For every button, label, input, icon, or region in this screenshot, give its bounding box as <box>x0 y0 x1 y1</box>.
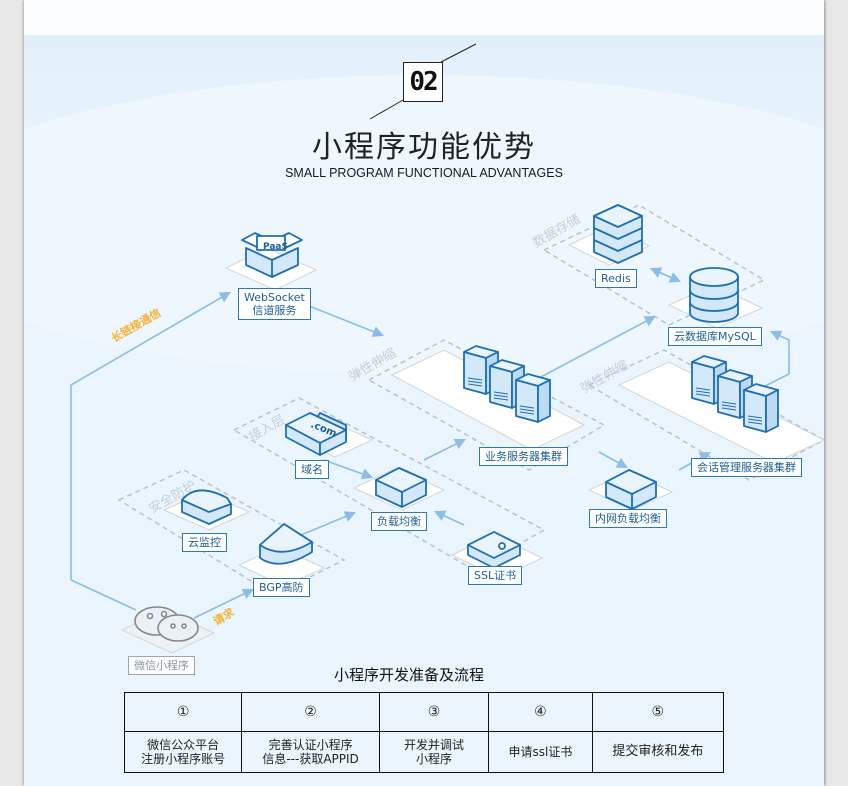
flow-step-line: 信息---获取APPID <box>262 752 359 766</box>
arrow-lb-to-business <box>423 438 467 461</box>
flow-text-row: 微信公众平台注册小程序账号 完善认证小程序信息---获取APPID 开发并调试小… <box>123 731 725 773</box>
flow-step-text: 提交审核和发布 <box>591 731 725 773</box>
wechat-logo-icon <box>134 606 199 642</box>
page: 02 小程序功能优势 SMALL PROGRAM FUNCTIONAL ADVA… <box>24 0 824 786</box>
node-internal-load-balancer[interactable]: 内网负载均衡 <box>589 509 667 528</box>
ssl-certificate-icon <box>467 531 521 569</box>
paas-text: PaaS <box>263 242 288 252</box>
arrow-bgp-to-lb <box>293 511 357 539</box>
flow-step-line: 申请ssl证书 <box>508 745 573 759</box>
node-websocket-line2: 信道服务 <box>252 304 297 317</box>
arrow-session-to-mysql <box>756 330 790 391</box>
zone-security <box>117 469 346 596</box>
arrow-mysql-to-redis <box>649 267 680 282</box>
badge-lines <box>369 43 477 120</box>
flow-step-number: ② <box>241 692 380 732</box>
flow-step-text: 完善认证小程序信息---获取APPID <box>241 731 380 773</box>
flow-step-line: 提交审核和发布 <box>612 744 704 759</box>
server-tower-icon <box>515 373 551 423</box>
arrow-business-to-mysql <box>538 315 656 379</box>
background-curve <box>24 75 824 375</box>
redis-stack-icon <box>593 204 643 264</box>
flow-step-text: 开发并调试小程序 <box>378 731 490 773</box>
load-balancer-icon <box>375 467 427 508</box>
flow-step-number: ⑤ <box>591 692 725 732</box>
paas-box-icon <box>241 232 303 278</box>
node-ssl[interactable]: SSL证书 <box>468 566 523 585</box>
node-wechat-app[interactable]: 微信小程序 <box>128 656 195 675</box>
node-mysql[interactable]: 云数据库MySQL <box>668 327 762 346</box>
flow-step-text: 微信公众平台注册小程序账号 <box>123 731 243 773</box>
node-domain[interactable]: 域名 <box>295 460 329 479</box>
node-load-balancer[interactable]: 负载均衡 <box>371 512 427 531</box>
badge-line-bottom <box>369 99 404 120</box>
flow-step-text: 申请ssl证书 <box>488 731 593 773</box>
badge-line-top <box>440 43 477 63</box>
architecture-diagram <box>70 204 824 654</box>
arrow-business-to-internal-lb <box>598 451 628 469</box>
flow-number-row: ① ② ③ ④ ⑤ <box>123 692 725 732</box>
node-websocket[interactable]: WebSocket 信道服务 <box>238 288 311 320</box>
flow-step-number: ④ <box>488 692 593 732</box>
flow-step-line: 完善认证小程序 <box>268 738 353 752</box>
line-wechat-left <box>70 579 137 611</box>
internal-load-balancer-icon <box>605 469 657 510</box>
server-tower-icon <box>717 369 753 419</box>
arrow-domain-to-lb <box>323 459 374 480</box>
node-websocket-line1: WebSocket <box>244 291 305 304</box>
page-subtitle: SMALL PROGRAM FUNCTIONAL ADVANTAGES <box>285 166 563 180</box>
database-cylinder-icon <box>689 267 739 323</box>
node-session-cluster[interactable]: 会话管理服务器集群 <box>691 458 802 477</box>
bgp-shield-icon <box>259 523 313 565</box>
node-bgp[interactable]: BGP高防 <box>253 578 310 597</box>
arrow-wechat-to-bgp <box>193 588 255 619</box>
zone-elastic-business <box>367 339 606 471</box>
arrow-wechat-to-websocket <box>70 291 231 580</box>
arrow-ssl-to-lb <box>433 510 465 526</box>
platform-business <box>390 349 586 451</box>
domain-com-icon <box>285 412 347 456</box>
flow-step-line: 小程序 <box>415 752 452 766</box>
node-cloud-monitor[interactable]: 云监控 <box>182 533 227 552</box>
flow-step-line: 注册小程序账号 <box>141 752 226 766</box>
cloud-monitor-shield-icon <box>181 489 232 525</box>
flow-table: ① ② ③ ④ ⑤ 微信公众平台注册小程序账号 完善认证小程序信息---获取AP… <box>123 692 725 773</box>
section-number-badge: 02 <box>403 62 443 102</box>
flow-step-number: ③ <box>378 692 490 732</box>
flow-step-number: ① <box>123 692 243 732</box>
zone-elastic-session <box>587 349 824 481</box>
page-title: 小程序功能优势 <box>312 130 536 165</box>
flow-title: 小程序开发准备及流程 <box>333 666 484 684</box>
server-tower-icon <box>743 383 779 433</box>
node-business-cluster[interactable]: 业务服务器集群 <box>479 447 568 466</box>
node-redis[interactable]: Redis <box>595 269 637 288</box>
flow-step-line: 微信公众平台 <box>147 738 220 752</box>
flow-step-line: 开发并调试 <box>403 738 464 752</box>
